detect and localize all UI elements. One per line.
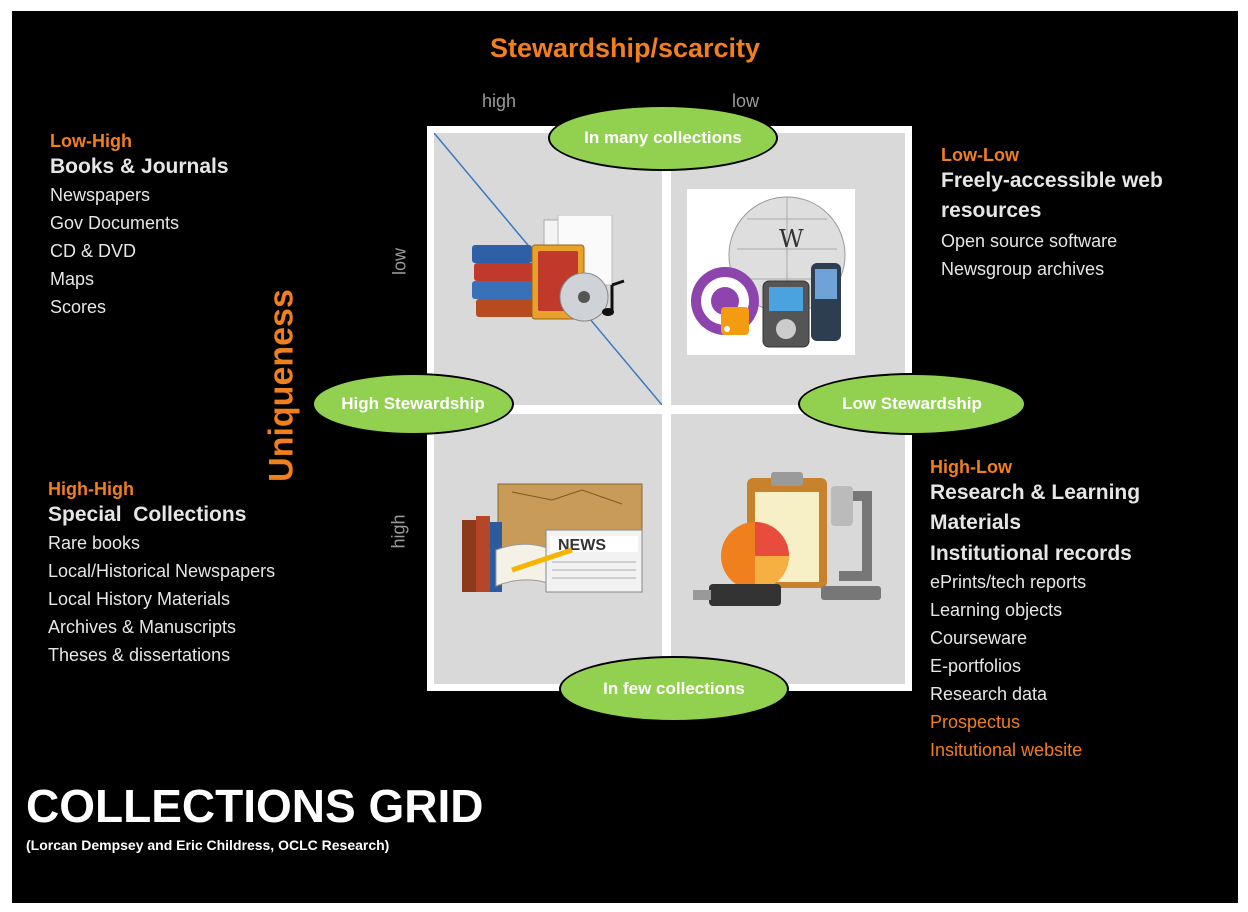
collections-grid-title: COLLECTIONS GRID — [26, 780, 484, 832]
heading-special-collections: Special Collections — [48, 503, 247, 526]
list-item: ePrints/tech reports — [930, 572, 1087, 593]
block-high-low: High-Low Research & Learning Materials I… — [930, 457, 1210, 764]
oval-in-many-collections: In many collections — [548, 105, 778, 171]
axis-label-top-left: high — [482, 91, 517, 111]
heading-books-journals: Books & Journals — [50, 155, 229, 178]
research-microscope-icon — [689, 466, 885, 616]
list-high-low: ePrints/tech reports Learning objects Co… — [930, 568, 1210, 764]
heading-research-learning: Research & Learning Materials — [930, 481, 1141, 535]
quadrant-bottom-left: NEWS — [434, 414, 662, 684]
block-high-high: High-High Special Collections Rare books… — [48, 479, 368, 669]
heading-freely-accessible: Freely-accessible web resources — [941, 169, 1163, 223]
block-low-high: Low-High Books & Journals Newspapers Gov… — [50, 131, 350, 321]
oval-low-stewardship: Low Stewardship — [798, 373, 1026, 435]
list-item: Scores — [50, 297, 107, 318]
list-item: Archives & Manuscripts — [48, 617, 237, 638]
list-item: E-portfolios — [930, 656, 1022, 677]
list-item: Theses & dissertations — [48, 645, 231, 666]
quadrant-top-right: W — [671, 133, 905, 405]
list-item: Local History Materials — [48, 589, 231, 610]
list-item: Rare books — [48, 533, 141, 554]
list-item: Gov Documents — [50, 213, 180, 234]
list-item: Open source software — [941, 230, 1118, 251]
oval-in-few-collections: In few collections — [559, 656, 789, 722]
heading-institutional-records: Institutional records — [930, 541, 1132, 565]
list-item: Newsgroup archives — [941, 258, 1105, 279]
list-item: Newspapers — [50, 185, 151, 206]
axis-label-left-bottom: high — [388, 514, 409, 549]
axis-label-top-right: low — [732, 91, 760, 111]
books-cd-icon — [472, 214, 630, 335]
list-item: Local/Historical Newspapers — [48, 561, 276, 582]
quadrant-grid: W — [427, 126, 912, 691]
credit-line: (Lorcan Dempsey and Eric Childress, OCLC… — [26, 837, 390, 853]
category-low-high: Low-High — [50, 131, 132, 151]
list-low-low: Open source software Newsgroup archives — [941, 227, 1211, 283]
list-item: Learning objects — [930, 600, 1063, 621]
diagram-title: Stewardship/scarcity — [489, 33, 761, 63]
list-item-highlight: Prospectus — [930, 712, 1021, 733]
svg-text:W: W — [779, 225, 804, 253]
quadrant-bottom-right — [671, 414, 905, 684]
oval-high-stewardship: High Stewardship — [312, 373, 514, 435]
list-item: Courseware — [930, 628, 1028, 649]
slide: Stewardship/scarcity high low low high U… — [12, 11, 1238, 903]
list-item: Maps — [50, 269, 95, 290]
block-low-low: Low-Low Freely-accessible web resources … — [941, 145, 1211, 283]
list-item: Research data — [930, 684, 1048, 705]
category-low-low: Low-Low — [941, 145, 1019, 165]
list-low-high: Newspapers Gov Documents CD & DVD Maps S… — [50, 181, 350, 321]
list-high-high: Rare books Local/Historical Newspapers L… — [48, 529, 368, 669]
list-item: CD & DVD — [50, 241, 137, 262]
axis-label-left-top: low — [389, 248, 410, 276]
category-high-high: High-High — [48, 479, 134, 499]
list-item-highlight: Insitutional website — [930, 740, 1083, 761]
quadrant-top-left — [434, 133, 662, 405]
newspaper-map-icon: NEWS — [452, 480, 648, 604]
wikipedia-podcast-rss-icon: W — [687, 189, 855, 355]
category-high-low: High-Low — [930, 457, 1012, 477]
